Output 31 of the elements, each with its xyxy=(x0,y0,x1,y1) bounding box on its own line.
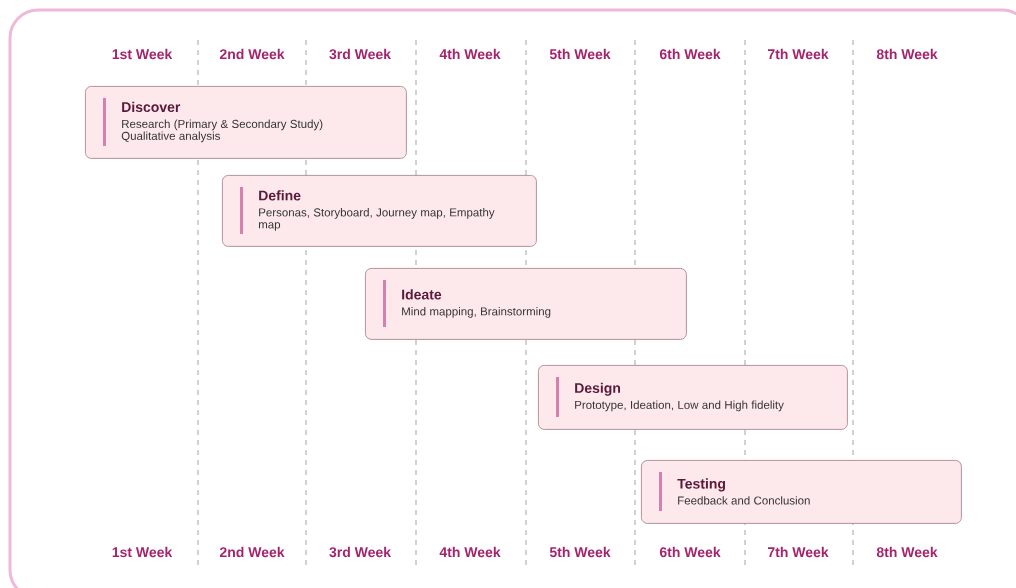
box xyxy=(365,268,687,340)
task-description: Feedback and Conclusion xyxy=(678,496,810,505)
box xyxy=(85,86,407,159)
task-description: Mind mapping, Brainstorming xyxy=(402,307,551,318)
box xyxy=(641,460,962,524)
week-label: 1st Week xyxy=(112,48,173,60)
task-title: Design xyxy=(575,382,620,396)
week-label: 8th Week xyxy=(876,48,938,60)
task-description: Research (Primary & Secondary Study) Qualitative analysis xyxy=(121,119,323,143)
week-label: 2nd Week xyxy=(219,48,285,60)
task-title: Discover xyxy=(122,101,181,112)
task-title: Ideate xyxy=(402,289,442,300)
week-label: 3rd Week xyxy=(329,48,392,60)
week-label: 7th Week xyxy=(768,48,829,60)
box xyxy=(222,175,537,247)
week-label: 5th Week xyxy=(549,546,611,558)
task-description: Prototype, Ideation, Low and High fidelity xyxy=(575,400,784,412)
week-label: 7th Week xyxy=(768,546,829,558)
week-label: 6th Week xyxy=(659,48,721,60)
week-label: 5th Week xyxy=(549,48,611,60)
task-title: Define xyxy=(259,190,301,201)
week-label: 6th Week xyxy=(659,546,721,558)
week-label: 1st Week xyxy=(112,546,173,558)
box xyxy=(538,365,848,430)
week-label: 2nd Week xyxy=(219,546,285,558)
week-label: 4th Week xyxy=(439,48,501,60)
week-label: 3rd Week xyxy=(329,546,392,558)
week-label: 8th Week xyxy=(876,546,938,558)
task-description: Personas, Storyboard, Journey map, Empathy map xyxy=(259,208,495,231)
task-title: Testing xyxy=(677,478,725,492)
week-label: 4th Week xyxy=(439,546,501,558)
